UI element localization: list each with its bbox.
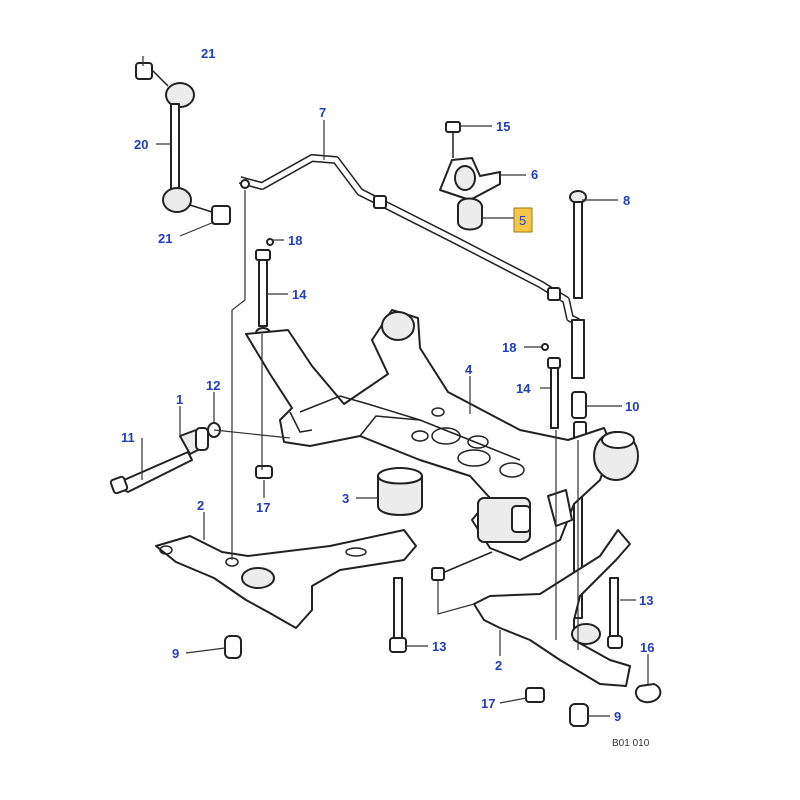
label-20: 20: [134, 137, 148, 152]
label-14-top: 14: [292, 287, 307, 302]
label-17-right: 17: [481, 696, 495, 711]
control-arm-left: [155, 529, 417, 659]
label-1: 1: [176, 392, 183, 407]
label-9-right: 9: [614, 709, 621, 724]
subframe-mount-front: [381, 311, 415, 341]
label-18-top: 18: [288, 233, 302, 248]
bar-bush-right: [547, 287, 561, 301]
label-21: 21: [158, 231, 172, 246]
bar-end-eye: [240, 179, 250, 189]
drop-link-bushing: [571, 391, 587, 419]
label-12: 12: [206, 378, 220, 393]
link-ball-bottom: [162, 187, 192, 213]
link-rod: [170, 103, 180, 191]
bolt-13-right-shank: [609, 577, 619, 637]
label-3: 3: [342, 491, 349, 506]
label-9-left: 9: [172, 646, 179, 661]
label-21-top: 21: [201, 46, 215, 61]
ball-joint-left: [224, 635, 242, 659]
control-arm-right: [473, 529, 662, 727]
label-6: 6: [531, 167, 538, 182]
clip-16: [634, 683, 662, 704]
label-18-mid: 18: [502, 340, 516, 355]
subframe: [245, 309, 639, 561]
label-14-mid: 14: [516, 381, 531, 396]
anti-roll-bar: [238, 154, 580, 326]
bolt-14-left: [255, 238, 274, 339]
nut-bottom: [211, 205, 231, 225]
label-4: 4: [465, 362, 473, 377]
label-10: 10: [625, 399, 639, 414]
bolt-head-15: [445, 121, 461, 133]
ball-joint-right: [569, 703, 589, 727]
label-2-right: 2: [495, 658, 502, 673]
label-8: 8: [623, 193, 630, 208]
part-labels: 21 20 21 7 15 6 5 8 18 14 18 14 4 10 12 …: [121, 46, 654, 749]
label-5-highlighted: 5: [519, 213, 526, 228]
bar-clamp-assembly: [439, 121, 501, 231]
label-7: 7: [319, 105, 326, 120]
bolt-14-right: [541, 343, 561, 429]
label-15: 15: [496, 119, 510, 134]
stabilizer-link: [135, 62, 231, 225]
nut-17-right: [525, 687, 545, 703]
nut-17-left: [255, 465, 273, 479]
drawing-code: B01 010: [612, 738, 650, 749]
label-17-left: 17: [256, 500, 270, 515]
bush-3: [377, 467, 423, 516]
alignment-guides: [213, 190, 579, 650]
bar-bushing: [457, 197, 483, 231]
bar-bush-left: [373, 195, 387, 209]
bush-1-and-bolt-11: [109, 422, 221, 495]
label-11: 11: [121, 430, 135, 445]
bolt-13-mid: [389, 577, 407, 653]
nut-top: [135, 62, 153, 80]
label-leaders: [141, 56, 649, 717]
label-2-left: 2: [197, 498, 204, 513]
highlight-box-5: [513, 207, 533, 233]
label-13-mid: 13: [432, 639, 446, 654]
label-13-right: 13: [639, 593, 653, 608]
label-16: 16: [640, 640, 654, 655]
